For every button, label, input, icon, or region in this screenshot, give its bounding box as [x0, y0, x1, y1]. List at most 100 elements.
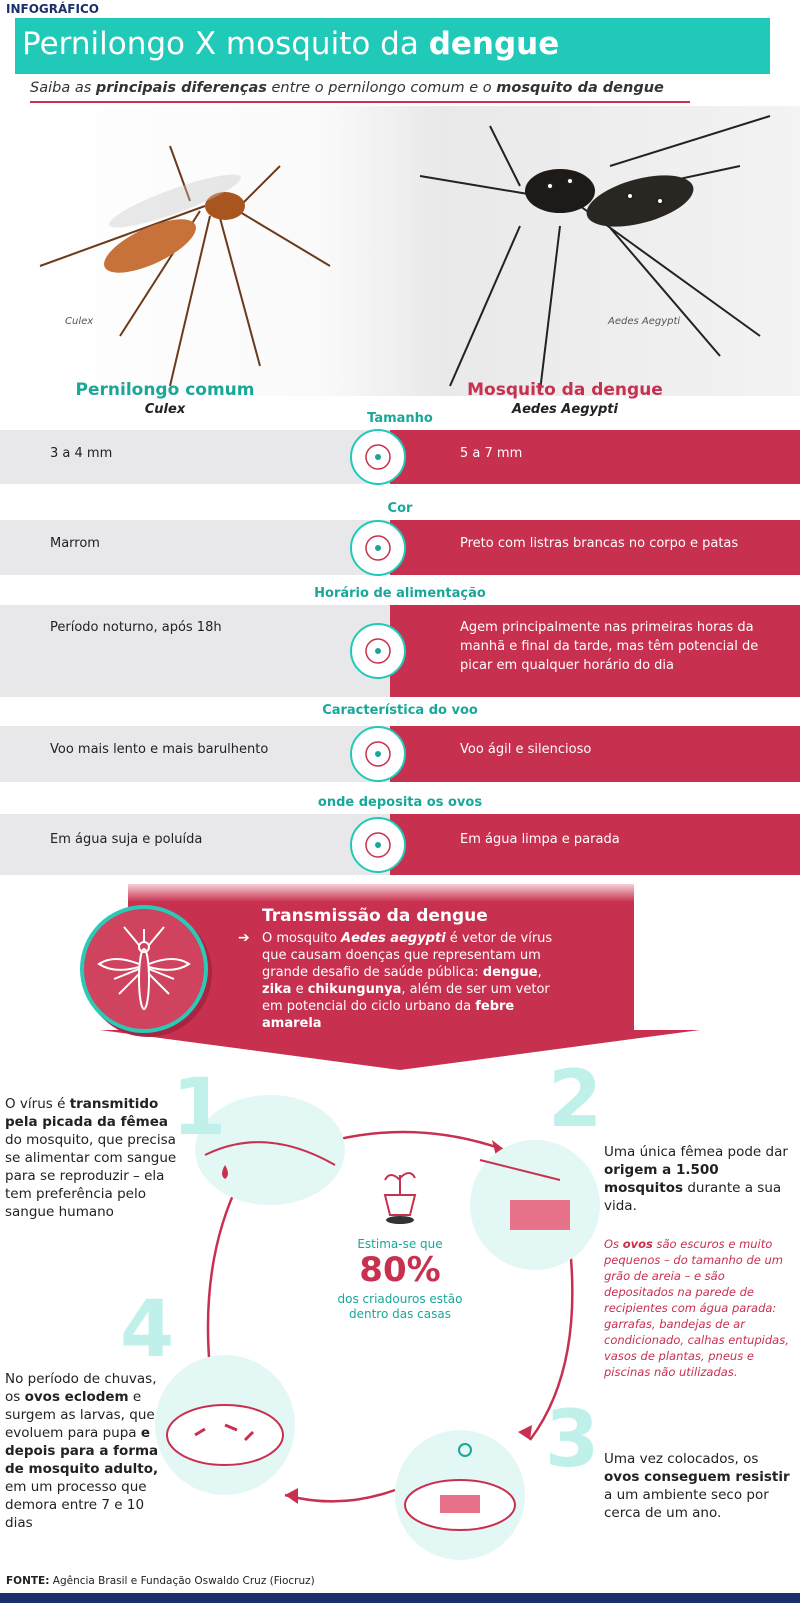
- category-label: Horário de alimentação: [314, 586, 486, 601]
- subtitle: Saiba as principais diferenças entre o p…: [30, 80, 664, 96]
- moon-sun-icon: [350, 623, 406, 679]
- category-label: onde deposita os ovos: [317, 795, 483, 810]
- flight-path-icon: [350, 726, 406, 782]
- step-2-number: 2: [548, 1055, 603, 1145]
- aedes-caption: Aedes Aegypti: [608, 316, 681, 327]
- text-segment: ovos conseguem resistir: [604, 1469, 790, 1485]
- culex-caption: Culex: [65, 316, 94, 327]
- text-segment: e surgem as larvas, que evoluem para pup…: [5, 1389, 155, 1441]
- culex-value: Voo mais lento e mais barulhento: [50, 742, 269, 757]
- text-segment: O vírus é: [5, 1096, 70, 1112]
- text-segment: , além de ser um vetor em potencial do c…: [262, 982, 550, 1014]
- text-segment: mosquito da dengue: [496, 80, 664, 96]
- row-left-bg: [0, 814, 390, 875]
- category-label: Cor: [387, 501, 413, 516]
- text-segment: a um ambiente seco por cerca de um ano.: [604, 1487, 769, 1521]
- text-segment: é vetor de vírus que causam doenças que …: [262, 931, 553, 980]
- text-segment: febre amarela: [262, 999, 515, 1031]
- text-segment: Saiba as: [30, 80, 96, 96]
- source-label: FONTE:: [6, 1575, 50, 1587]
- row-right-bg: [390, 430, 800, 484]
- text-segment: No período de chuvas, os: [5, 1371, 157, 1405]
- bottom-bar: [0, 1593, 800, 1603]
- culex-value: Período noturno, após 18h: [50, 620, 222, 635]
- title-bar: [15, 18, 770, 74]
- row-left-bg: [0, 726, 390, 782]
- row-right-bg: [390, 520, 800, 575]
- arrow-right-icon: ➔: [238, 930, 250, 946]
- text-segment: transmitido pela picada da fêmea: [5, 1096, 168, 1130]
- page-title: Pernilongo X mosquito da dengue: [22, 26, 559, 62]
- step-3-number: 3: [545, 1395, 600, 1485]
- step-4-text: No período de chuvas, os ovos eclodem e …: [5, 1370, 170, 1532]
- aedes-value: Voo ágil e silencioso: [460, 742, 592, 757]
- kicker: INFOGRÁFICO: [6, 2, 99, 16]
- eggs-illustration: [470, 1140, 600, 1270]
- text-segment: Uma vez colocados, os: [604, 1451, 759, 1467]
- transmission-arrow: [100, 1030, 700, 1070]
- left-column-title: Pernilongo comum: [75, 380, 255, 400]
- step-3-text: Uma vez colocados, os ovos conseguem res…: [604, 1450, 794, 1522]
- subtitle-underline: [30, 101, 690, 103]
- row-right-bg: [390, 605, 800, 697]
- text-segment: O mosquito: [262, 931, 342, 946]
- larvae-illustration: [155, 1355, 295, 1495]
- row-left-bg: [0, 605, 390, 697]
- text-segment: ,: [537, 965, 542, 980]
- step-2-note: Os ovos são escuros e muito pequenos – d…: [604, 1236, 796, 1380]
- culex-value: Marrom: [50, 536, 100, 551]
- step-2-text: Uma única fêmea pode dar origem a 1.500 …: [604, 1143, 794, 1215]
- right-column-title: Mosquito da dengue: [467, 380, 663, 400]
- stat-value: 80%: [359, 1250, 441, 1290]
- text-segment: dengue: [482, 965, 538, 980]
- aedes-value: Preto com listras brancas no corpo e pat…: [460, 536, 739, 551]
- culex-value: Em água suja e poluída: [50, 832, 203, 847]
- text-segment: são escuros e muito pequenos – do tamanh…: [604, 1237, 789, 1379]
- category-label: Característica do voo: [322, 703, 478, 718]
- transmission-text: O mosquito Aedes aegypti é vetor de víru…: [262, 930, 562, 1032]
- bite-illustration: [195, 1095, 345, 1205]
- text-segment: origem a 1.500 mosquitos: [604, 1162, 719, 1196]
- row-left-bg: [0, 430, 390, 484]
- text-segment: chikungunya: [307, 982, 402, 997]
- source-text: Agência Brasil e Fundação Oswaldo Cruz (…: [49, 1575, 315, 1587]
- mosquito-photos: Culex Aedes Aegypti: [0, 106, 800, 396]
- source-footer: FONTE: Agência Brasil e Fundação Oswaldo…: [6, 1575, 315, 1587]
- text-segment: Uma única fêmea pode dar: [604, 1144, 788, 1160]
- text-segment: Aedes aegypti: [341, 931, 446, 946]
- right-column-subtitle: Aedes Aegypti: [512, 402, 618, 417]
- text-segment: do mosquito, que precisa se alimentar co…: [5, 1132, 177, 1220]
- left-column-subtitle: Culex: [144, 402, 186, 417]
- plant-pot-icon: [360, 1160, 440, 1230]
- step-1-number: 1: [172, 1063, 227, 1153]
- stat-pre: Estima-se que: [357, 1237, 443, 1251]
- palette-icon: [350, 519, 406, 576]
- ruler-mosquito-icon: [350, 429, 406, 485]
- mosquito-icon: [80, 905, 208, 1033]
- title-bold: dengue: [428, 26, 560, 62]
- culex-value: 3 a 4 mm: [50, 446, 113, 461]
- aedes-value: 5 a 7 mm: [460, 446, 523, 461]
- step-1-text: O vírus é transmitido pela picada da fêm…: [5, 1095, 180, 1221]
- text-segment: entre o pernilongo comum e o: [266, 80, 497, 96]
- row-right-bg: [390, 726, 800, 782]
- aedes-value: Em água limpa e parada: [460, 832, 620, 847]
- text-segment: ovos: [622, 1237, 653, 1251]
- text-segment: ovos eclodem: [24, 1389, 129, 1405]
- text-segment: em um processo que demora entre 7 e 10 d…: [5, 1479, 147, 1531]
- text-segment: zika: [262, 982, 292, 997]
- transmission-box: [128, 884, 634, 1034]
- step-4-number: 4: [120, 1285, 175, 1375]
- row-left-bg: [0, 520, 390, 575]
- aedes-value: Agem principalmente nas primeiras horas …: [460, 620, 759, 673]
- category-label: Tamanho: [367, 411, 433, 426]
- row-right-bg: [390, 814, 800, 875]
- arrow-1-to-2: [334, 1130, 506, 1152]
- text-segment: principais diferenças: [95, 80, 267, 96]
- dry-eggs-illustration: [395, 1430, 525, 1560]
- text-segment: e: [291, 982, 308, 997]
- text-segment: e depois para a forma de mosquito adulto…: [5, 1425, 159, 1477]
- text-segment: Os: [604, 1237, 623, 1251]
- transmission-title: Transmissão da dengue: [262, 906, 488, 926]
- stat-post: dos criadouros estão dentro das casas: [337, 1292, 463, 1321]
